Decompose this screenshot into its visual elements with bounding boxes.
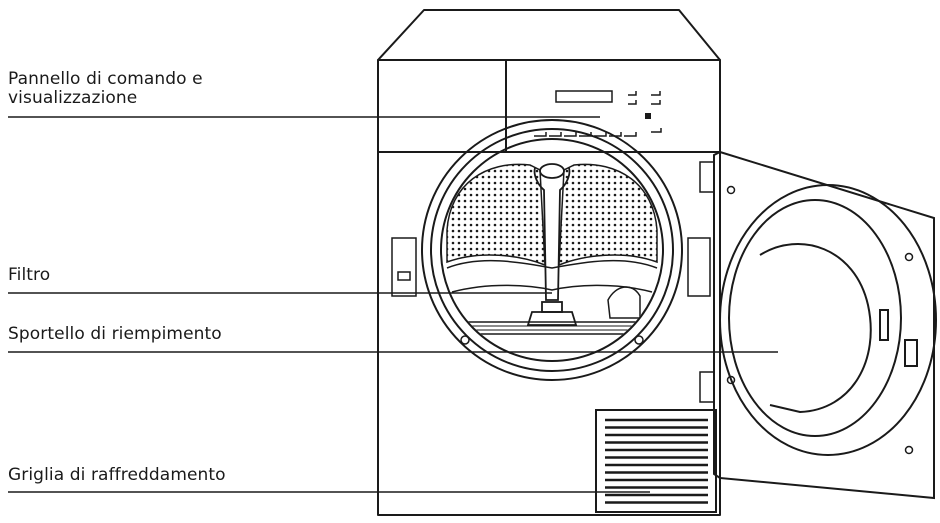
- door-window-outer: [719, 184, 937, 456]
- button-segment: [651, 91, 661, 105]
- cooling-grid-frame: [595, 409, 717, 513]
- cooling-grid-slats: [605, 418, 708, 504]
- drum-lower-curve: [446, 259, 658, 269]
- drum-bottom-tray: [453, 321, 651, 335]
- door-ring-inner: [430, 128, 674, 372]
- leader-lines: [8, 116, 778, 493]
- label-loading-door: Sportello di riempimento: [8, 324, 222, 344]
- door-latch: [879, 309, 889, 341]
- door-screws: [726, 185, 914, 455]
- control-panel: [534, 90, 662, 137]
- drum-paddle: [607, 286, 641, 319]
- door-handle: [904, 339, 918, 367]
- door-ring-outer: [421, 119, 683, 381]
- label-control-panel-line2: visualizzazione: [8, 88, 138, 108]
- label-filter: Filtro: [8, 265, 51, 285]
- open-door-panel: [719, 150, 935, 500]
- drum-interior: [446, 163, 658, 335]
- left-latch-slot: [397, 271, 411, 281]
- ring-screw: [634, 335, 644, 345]
- button-segment: [651, 128, 662, 133]
- drum-tray-hatch: [470, 325, 634, 331]
- door-window-inner: [728, 199, 902, 437]
- drum-opening: [440, 138, 664, 362]
- indicator-light: [645, 113, 651, 119]
- drum-mesh-right: [558, 163, 658, 267]
- filter-housing: [526, 311, 578, 326]
- door-edge: [713, 150, 721, 480]
- hinge-top: [699, 161, 715, 193]
- label-control-panel-line1: Pannello di comando e: [8, 69, 203, 89]
- door-window-glass: [759, 243, 872, 414]
- drum-mesh-left: [446, 163, 546, 267]
- ring-screw: [460, 335, 470, 345]
- baffle-top-cap: [539, 163, 565, 179]
- hinge-bottom: [699, 371, 715, 403]
- left-latch: [391, 237, 417, 297]
- drum-baffle: [533, 167, 571, 301]
- label-cooling-grid: Griglia di raffreddamento: [8, 465, 226, 485]
- right-latch: [687, 237, 711, 297]
- label-control-panel: Pannello di comando e visualizzazione: [8, 70, 203, 108]
- dryer-top-lid: [377, 9, 721, 61]
- filter-handle: [541, 301, 563, 313]
- display-window: [555, 90, 613, 103]
- button-segment: [628, 91, 637, 105]
- drum-lower-curve-2: [451, 284, 653, 293]
